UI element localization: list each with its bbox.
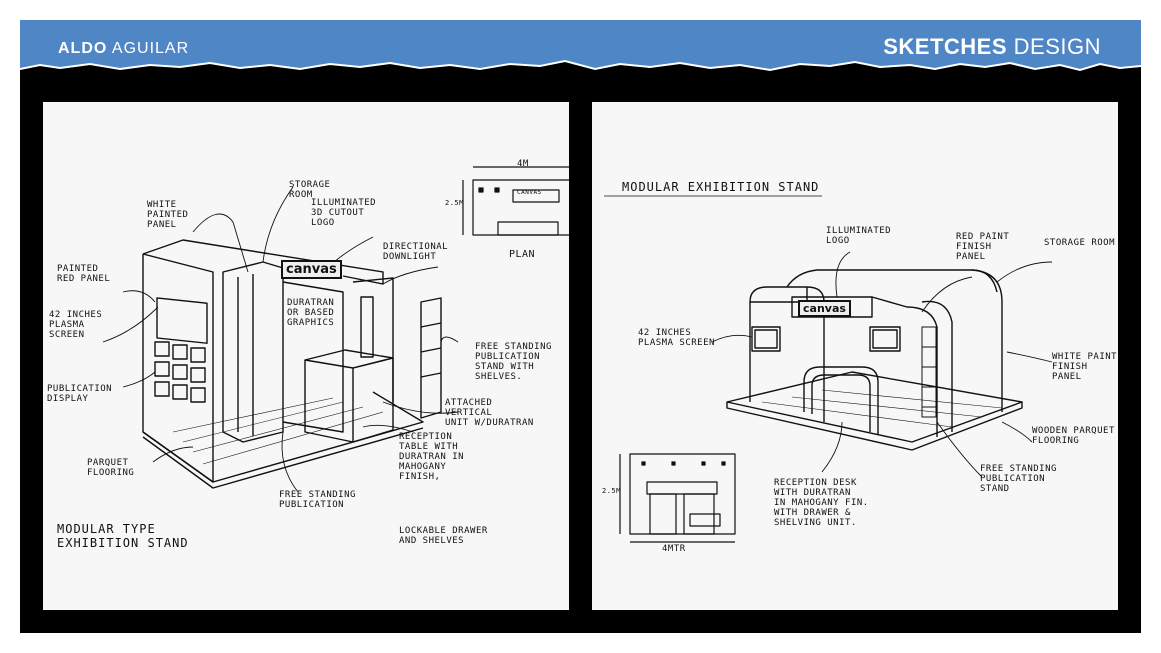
label-white-paint-panel: WHITE PAINT FINISH PANEL bbox=[1052, 352, 1118, 382]
label-storage-room: STORAGE ROOM bbox=[289, 180, 331, 200]
label-free-standing-stand: FREE STANDING PUBLICATION STAND bbox=[980, 464, 1057, 494]
slide-frame: ALDO AGUILAR SKETCHES DESIGN bbox=[20, 20, 1141, 633]
label-reception-table: RECEPTION TABLE WITH DURATRAN IN MAHOGAN… bbox=[399, 432, 465, 482]
left-canvas-logo: canvas bbox=[281, 260, 342, 279]
header-banner bbox=[20, 20, 1141, 72]
brand-last: AGUILAR bbox=[111, 40, 190, 57]
left-sketch-title: MODULAR TYPE EXHIBITION STAND bbox=[57, 522, 189, 550]
left-plan-label: PLAN bbox=[509, 249, 536, 260]
label-parquet-flooring: PARQUET FLOORING bbox=[87, 458, 135, 478]
label-red-panel: PAINTED RED PANEL bbox=[57, 264, 111, 284]
right-canvas-logo: canvas bbox=[798, 300, 851, 317]
right-sketch-panel: canvas MODULAR EXHIBITION STAND 4MTR 2.5… bbox=[592, 102, 1118, 610]
brand-first: ALDO bbox=[58, 40, 108, 57]
title-light: DESIGN bbox=[1013, 34, 1101, 59]
label-downlight: DIRECTIONAL DOWNLIGHT bbox=[383, 242, 449, 262]
label-wooden-parquet: WOODEN PARQUET FLOORING bbox=[1032, 426, 1115, 446]
title-bold: SKETCHES bbox=[883, 34, 1008, 59]
right-plan-dimension: 4MTR bbox=[662, 544, 686, 554]
label-3d-logo: ILLUMINATED 3D CUTOUT LOGO bbox=[311, 198, 377, 228]
label-storage-room-right: STORAGE ROOM bbox=[1044, 238, 1116, 248]
right-booth-drawing bbox=[604, 195, 1053, 543]
left-plan-logo: canvas bbox=[517, 189, 542, 196]
left-sketch-panel: canvas 4M 2.5M PLAN canvas WHITE PAINTED… bbox=[43, 102, 569, 610]
label-plasma-screen: 42 INCHES PLASMA SCREEN bbox=[49, 310, 103, 340]
left-booth-drawing bbox=[102, 166, 569, 493]
label-duratran-graphics: DURATRAN OR BASED GRAPHICS bbox=[287, 298, 335, 328]
label-lockable-drawer: LOCKABLE DRAWER AND SHELVES bbox=[399, 526, 488, 546]
right-sketch-title: MODULAR EXHIBITION STAND bbox=[622, 180, 820, 194]
page-title: SKETCHES DESIGN bbox=[883, 34, 1101, 60]
label-illuminated-logo: ILLUMINATED LOGO bbox=[826, 226, 892, 246]
label-publication-stand: FREE STANDING PUBLICATION STAND WITH SHE… bbox=[475, 342, 552, 382]
label-free-publication: FREE STANDING PUBLICATION bbox=[279, 490, 356, 510]
label-red-paint-panel: RED PAINT FINISH PANEL bbox=[956, 232, 1010, 262]
label-reception-desk: RECEPTION DESK WITH DURATRAN IN MAHOGANY… bbox=[774, 478, 869, 528]
left-plan-depth: 2.5M bbox=[445, 199, 464, 207]
label-vertical-unit: ATTACHED VERTICAL UNIT W/DURATRAN bbox=[445, 398, 534, 428]
label-plasma-screen-right: 42 INCHES PLASMA SCREEN bbox=[638, 328, 715, 348]
label-publication-display: PUBLICATION DISPLAY bbox=[47, 384, 113, 404]
left-plan-dimension: 4M bbox=[517, 159, 529, 169]
brand-name: ALDO AGUILAR bbox=[58, 40, 189, 58]
label-white-panel: WHITE PAINTED PANEL bbox=[147, 200, 189, 230]
right-plan-depth: 2.5M bbox=[602, 487, 621, 495]
